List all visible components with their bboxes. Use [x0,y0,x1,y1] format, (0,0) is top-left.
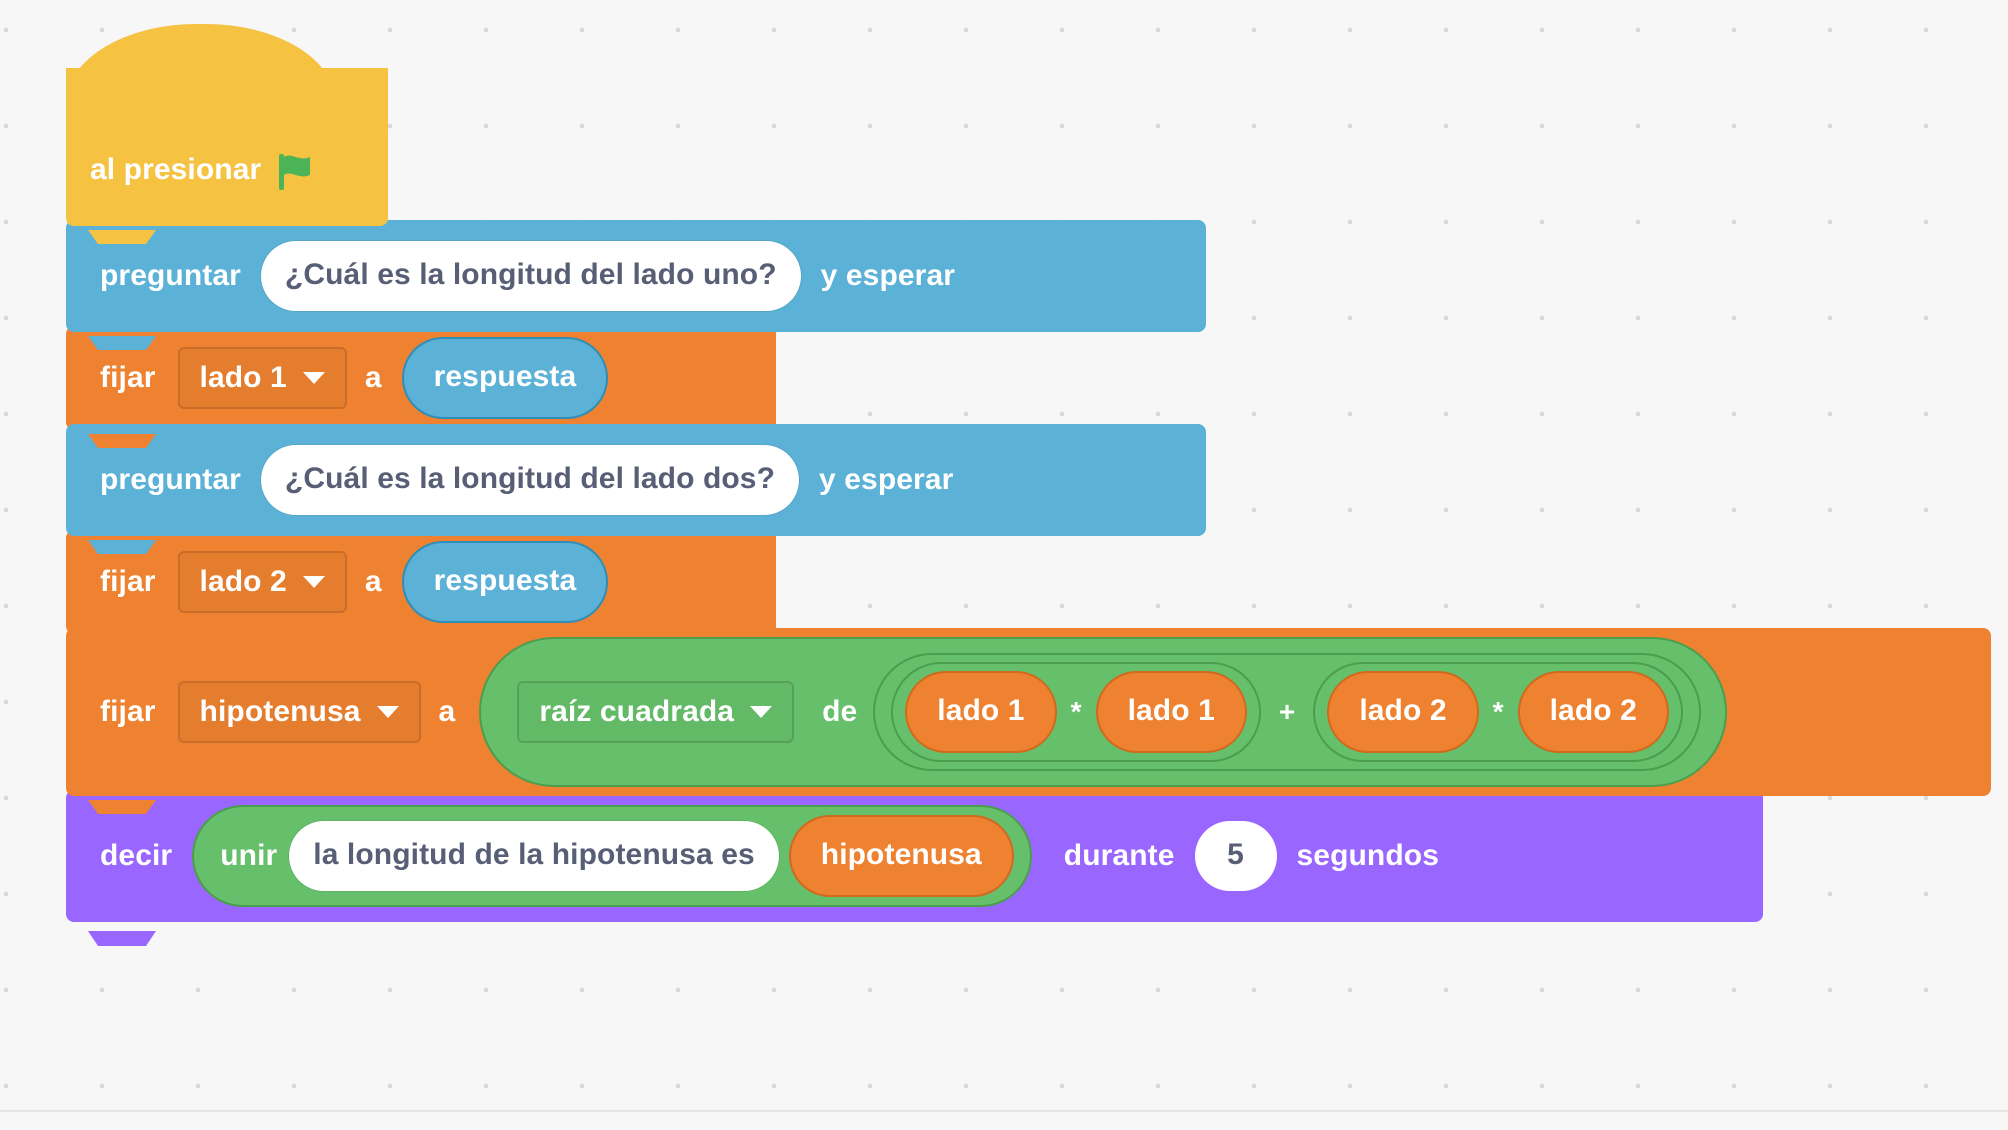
ask-block-1-prefix: preguntar [100,259,241,292]
block-notch-top [88,529,156,554]
variable-reporter-lado-2-b[interactable]: lado 2 [1519,673,1667,751]
variable-dropdown-lado-1-label: lado 1 [199,361,287,394]
chevron-down-icon [302,576,325,588]
set-hypotenuse-prefix: fijar [100,695,156,728]
variable-reporter-hipotenusa[interactable]: hipotenusa [790,817,1012,895]
set-block-2-prefix: fijar [100,565,156,598]
math-function-dropdown[interactable]: raíz cuadrada [517,681,794,743]
ask-block-1-question-input[interactable]: ¿Cuál es la longitud del lado uno? [260,241,801,311]
block-notch-top [88,325,156,350]
ask-block-1[interactable]: preguntar ¿Cuál es la longitud del lado … [66,220,1206,332]
operator-block-join[interactable]: unir la longitud de la hipotenusa es hip… [194,807,1030,905]
math-function-of-word: de [822,695,858,728]
chevron-down-icon [750,706,773,718]
variable-dropdown-hipotenusa[interactable]: hipotenusa [178,681,421,743]
set-variable-block-lado-1[interactable]: fijar lado 1 a respuesta [66,326,776,430]
multiply-symbol-right: * [1492,696,1504,727]
ask-block-1-suffix: y esperar [820,259,956,292]
hat-block-when-flag-clicked[interactable]: al presionar [66,24,388,226]
add-symbol: + [1278,696,1296,727]
set-block-1-prefix: fijar [100,361,156,394]
hat-block-label-group: al presionar [66,150,339,226]
set-block-1-connector: a [364,361,382,394]
variable-dropdown-hipotenusa-label: hipotenusa [199,695,361,728]
variable-reporter-lado-2-a[interactable]: lado 2 [1329,673,1477,751]
ask-block-2-prefix: preguntar [100,463,241,496]
set-variable-block-hipotenusa[interactable]: fijar hipotenusa a raíz cuadrada de lado… [66,628,1991,796]
answer-reporter-1[interactable]: respuesta [403,339,607,417]
canvas-bottom-rule [0,1110,2008,1112]
set-block-2-connector: a [364,565,382,598]
say-block-duration-input[interactable]: 5 [1194,821,1277,891]
block-notch-bottom [88,921,156,946]
chevron-down-icon [302,372,325,384]
say-block-seconds-word: segundos [1296,839,1439,872]
script-stack[interactable]: al presionar preguntar ¿Cuál es la longi… [66,24,1991,946]
say-block-prefix: decir [100,839,173,872]
block-notch-top [88,423,156,448]
operator-block-multiply-left[interactable]: lado 1 * lado 1 [893,664,1259,760]
operator-block-add[interactable]: lado 1 * lado 1 + lado 2 * lado 2 [875,655,1699,769]
block-notch-top [88,789,156,814]
set-hypotenuse-connector: a [438,695,456,728]
say-block-duration-word: durante [1063,839,1175,872]
say-block[interactable]: decir unir la longitud de la hipotenusa … [66,789,1763,946]
set-variable-block-lado-2[interactable]: fijar lado 2 a respuesta [66,530,776,634]
variable-dropdown-lado-1[interactable]: lado 1 [178,347,347,409]
chevron-down-icon [376,706,399,718]
math-function-dropdown-label: raíz cuadrada [539,695,735,728]
multiply-symbol-left: * [1070,696,1082,727]
block-notch-top [88,627,156,652]
ask-block-2[interactable]: preguntar ¿Cuál es la longitud del lado … [66,424,1206,536]
block-notch-top [88,219,156,244]
hat-dome-shape [66,24,388,114]
hat-block-label: al presionar [90,153,262,186]
math-function-block-sqrt[interactable]: raíz cuadrada de lado 1 * lado 1 + lado [481,639,1725,785]
variable-reporter-lado-1-a[interactable]: lado 1 [907,673,1055,751]
ask-block-2-suffix: y esperar [819,463,954,496]
ask-block-2-question-input[interactable]: ¿Cuál es la longitud del lado dos? [260,445,800,515]
join-label: unir [220,839,278,872]
operator-block-multiply-right[interactable]: lado 2 * lado 2 [1315,664,1681,760]
variable-reporter-lado-1-b[interactable]: lado 1 [1097,673,1245,751]
join-text-input[interactable]: la longitud de la hipotenusa es [289,821,779,891]
variable-dropdown-lado-2-label: lado 2 [199,565,287,598]
answer-reporter-2[interactable]: respuesta [403,543,607,621]
green-flag-icon [277,152,315,192]
variable-dropdown-lado-2[interactable]: lado 2 [178,551,347,613]
